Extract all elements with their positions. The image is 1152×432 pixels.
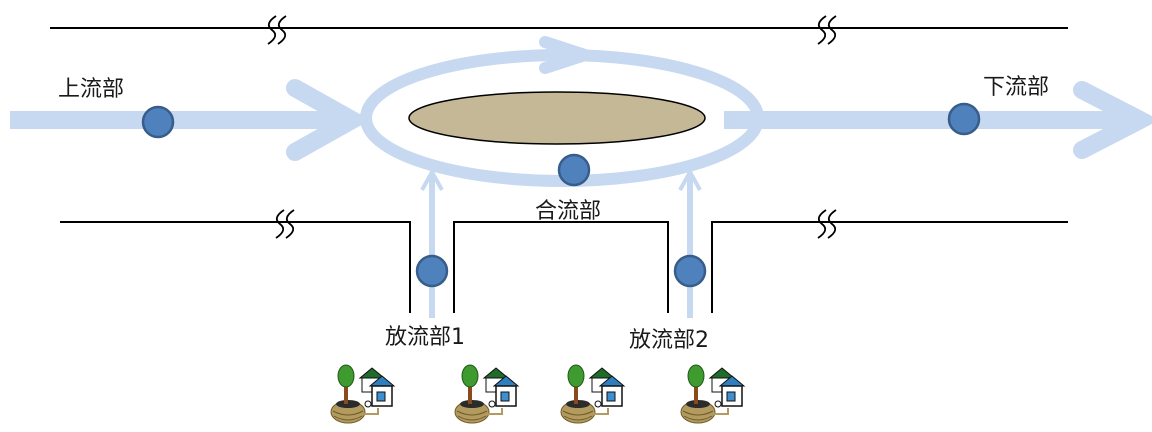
river-banks: [50, 27, 1068, 313]
facility-icon: [454, 364, 519, 424]
downstream-label: 下流部: [983, 75, 1050, 100]
discharge2-arrowhead: [678, 167, 702, 191]
ring-arrowhead: [539, 36, 605, 74]
discharge1-label: 放流部1: [385, 325, 465, 350]
upstream-label: 上流部: [58, 77, 125, 102]
south-bank-right: [711, 221, 1068, 313]
downstream-point-icon: [947, 102, 981, 136]
downstream-arrowhead: [1073, 81, 1152, 159]
flow-arrows: [10, 36, 1152, 318]
discharge2-label: 放流部2: [629, 328, 709, 353]
facility-icon: [680, 364, 745, 424]
discharge2-point-icon: [673, 254, 707, 288]
omission-mark-icon: [817, 15, 837, 45]
facilities: [330, 364, 745, 424]
facility-icon: [560, 364, 625, 424]
monitoring-points: [141, 102, 981, 288]
south-bank-left: [60, 221, 411, 313]
upstream-arrowhead: [286, 79, 371, 161]
discharge1-arrowhead: [420, 167, 444, 191]
omission-mark-icon: [817, 209, 837, 239]
sandbar: [408, 91, 706, 145]
upstream-point-icon: [141, 105, 175, 139]
confluence-label: 合流部: [535, 199, 602, 224]
facility-icon: [330, 364, 395, 424]
confluence-point-icon: [557, 153, 591, 187]
omission-mark-icon: [267, 15, 287, 45]
discharge1-point-icon: [415, 254, 449, 288]
omission-mark-icon: [275, 209, 295, 239]
south-bank-middle: [453, 221, 669, 313]
